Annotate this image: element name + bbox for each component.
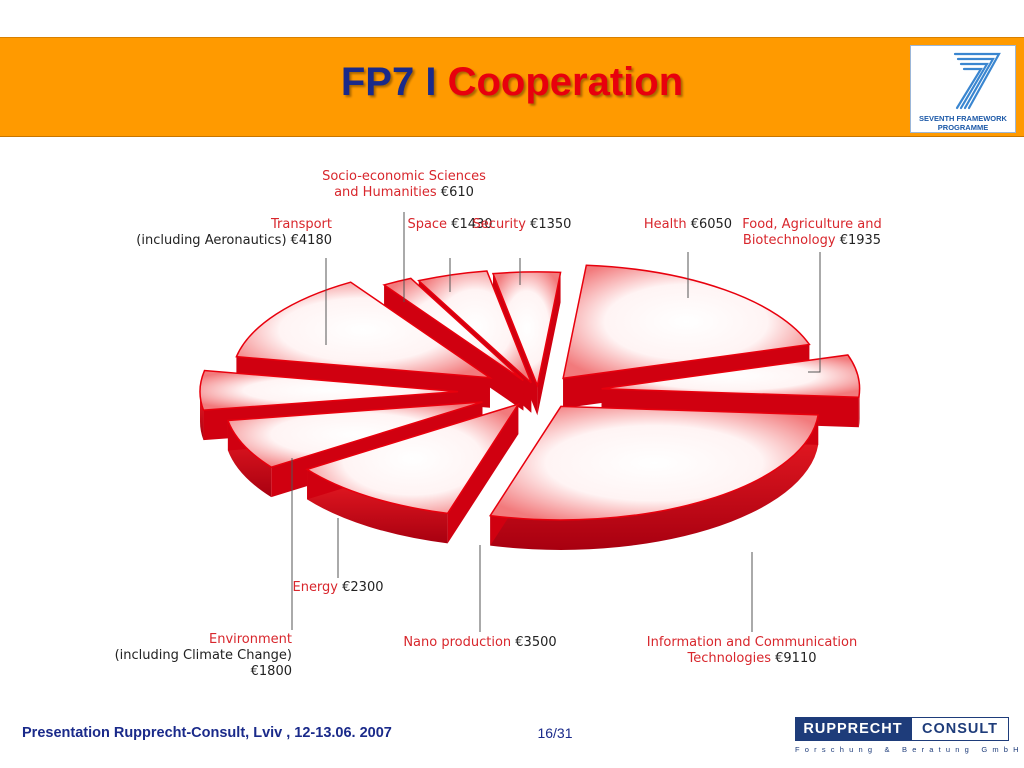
pie-slice-top-3 bbox=[305, 402, 521, 515]
logo-text-line2: PROGRAMME bbox=[937, 123, 989, 132]
slice-label-0: Health €6050 bbox=[644, 217, 732, 232]
pie-slice-top-8 bbox=[417, 270, 532, 384]
pie-slice-top-2 bbox=[488, 405, 820, 521]
pie-slice-side-1 bbox=[858, 388, 860, 428]
fp7-logo: SEVENTH FRAMEWORK PROGRAMME bbox=[910, 45, 1016, 133]
pie-slice-top-6 bbox=[235, 281, 493, 379]
brand-consult: CONSULT bbox=[911, 717, 1009, 741]
pie-slice-wall-9-1 bbox=[537, 272, 561, 416]
slice-label-8: Space €1430 bbox=[407, 217, 492, 232]
slice-label-3: Nano production €3500 bbox=[403, 635, 556, 650]
title-band bbox=[0, 37, 1024, 137]
slide-title: FP7 I Cooperation bbox=[0, 60, 1024, 105]
leader-lines bbox=[291, 212, 821, 632]
fp7-seven-icon bbox=[953, 52, 1001, 110]
footer-presentation: Presentation Rupprecht-Consult, Lviv , 1… bbox=[22, 725, 392, 741]
pie-slice-top-5 bbox=[199, 369, 459, 411]
slice-label-9: Security €1350 bbox=[473, 217, 572, 232]
brand-rupprecht: RUPPRECHT bbox=[795, 717, 911, 741]
rupprecht-consult-logo: RUPPRECHT CONSULT Forschung & Beratung G… bbox=[795, 717, 1024, 759]
pie-slice-top-9 bbox=[491, 271, 562, 389]
pie-slice-top-1 bbox=[601, 354, 861, 398]
pie-slice-top-4 bbox=[226, 401, 483, 469]
slice-label-4: Energy €2300 bbox=[292, 580, 383, 595]
brand-subtitle: Forschung & Beratung GmbH bbox=[795, 745, 1024, 754]
pie-slices bbox=[199, 264, 861, 550]
pie-slice-3 bbox=[305, 402, 521, 544]
slice-label-6: Transport(including Aeronautics) €4180 bbox=[136, 217, 332, 248]
pie-slice-side-2 bbox=[490, 414, 819, 550]
pie-slice-2 bbox=[488, 405, 820, 550]
slice-label-5: Environment(including Climate Change)€18… bbox=[115, 632, 292, 679]
title-cooperation: Cooperation bbox=[447, 60, 684, 104]
pie-slice-top-7 bbox=[382, 277, 524, 382]
title-fp7: FP7 I bbox=[340, 60, 437, 104]
page-number: 16/31 bbox=[537, 725, 573, 741]
pie-slice-top-0 bbox=[562, 264, 811, 380]
leader-line-1 bbox=[808, 252, 821, 373]
logo-text-line1: SEVENTH FRAMEWORK bbox=[919, 114, 1007, 123]
